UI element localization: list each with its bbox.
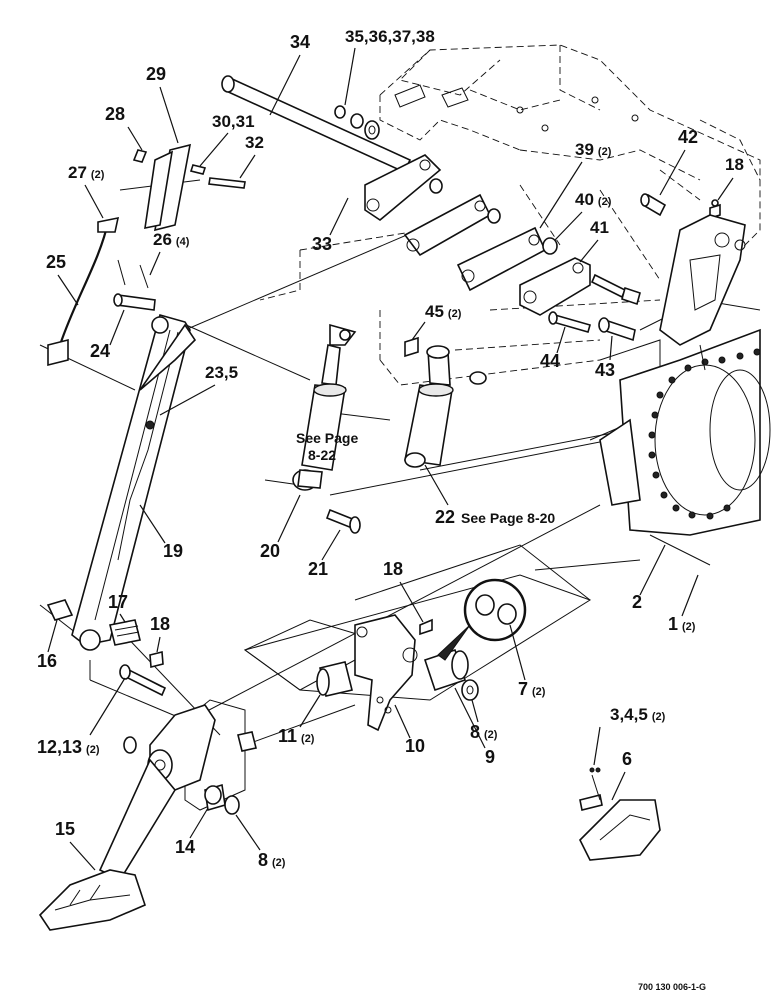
callout-2: 2 — [632, 592, 642, 612]
grease-fitting-18-upper[interactable] — [709, 199, 721, 220]
bolt-41[interactable] — [590, 273, 641, 306]
bushing-14[interactable] — [204, 783, 226, 812]
callout-44: 44 — [540, 351, 560, 371]
handle-29[interactable] — [144, 143, 192, 232]
callout-45: 45(2) — [425, 302, 462, 321]
callout-18-upper: 18 — [725, 155, 744, 174]
hub-bolt-circle — [648, 348, 761, 520]
callout-28: 28 — [105, 104, 125, 124]
callout-3-5: 3,4,5(2) — [610, 705, 666, 724]
bolt-44[interactable] — [548, 311, 591, 333]
callout-15: 15 — [55, 819, 75, 839]
pedal-15[interactable] — [38, 758, 176, 931]
inset-part-6[interactable] — [579, 767, 661, 861]
callout-43: 43 — [595, 360, 615, 380]
pin-30-31[interactable] — [189, 164, 207, 175]
washer-8-upper[interactable] — [461, 679, 479, 701]
pin-11[interactable] — [316, 661, 353, 697]
callout-7: 7(2) — [518, 679, 546, 699]
callout-39: 39(2) — [575, 140, 612, 159]
callout-23-5: 23,5 — [205, 363, 238, 382]
callout-24: 24 — [90, 341, 110, 361]
callout-32: 32 — [245, 133, 264, 152]
nut-16[interactable] — [46, 599, 74, 621]
callout-34: 34 — [290, 32, 310, 52]
nut-lower[interactable] — [237, 731, 257, 752]
link-plate-middle[interactable] — [403, 193, 501, 257]
lever-arm-19[interactable] — [71, 314, 197, 651]
link-plate-41[interactable] — [519, 257, 591, 316]
cylinder-22[interactable] — [404, 345, 454, 468]
drawing-number: 700 130 006-1-G — [638, 982, 706, 992]
fitting-17[interactable] — [109, 619, 141, 646]
shaft-34[interactable] — [221, 75, 412, 174]
callout-16: 16 — [37, 651, 57, 671]
callout-10: 10 — [405, 736, 425, 756]
callout-27: 27(2) — [68, 163, 105, 182]
washer-8-lower[interactable] — [224, 795, 240, 815]
cable-25[interactable] — [47, 216, 120, 367]
bracket-10[interactable] — [354, 614, 418, 732]
cylinder-20[interactable] — [292, 323, 357, 491]
callout-26: 26(4) — [153, 230, 190, 249]
callout-12-13: 12,13(2) — [37, 737, 100, 757]
callout-25: 25 — [46, 252, 66, 272]
callout-8-upper: 8(2) — [470, 722, 498, 742]
pin-43[interactable] — [598, 317, 636, 342]
bushing-42[interactable] — [640, 193, 667, 217]
callout-1: 1(2) — [668, 614, 696, 634]
wheel-hub[interactable] — [599, 328, 771, 536]
grease-fitting-18-left[interactable] — [149, 650, 164, 669]
callout-20: 20 — [260, 541, 280, 561]
callout-30-31: 30,31 — [212, 112, 255, 131]
see-page-label: See Page — [296, 430, 358, 446]
link-plate-upper[interactable] — [364, 154, 443, 221]
callout-42: 42 — [678, 127, 698, 147]
pivot-bracket-right[interactable] — [659, 214, 746, 346]
callout-41: 41 — [590, 218, 609, 237]
bolt-21[interactable] — [325, 508, 361, 534]
pin-32[interactable] — [208, 177, 246, 189]
callout-40: 40(2) — [575, 190, 612, 209]
callout-35-38: 35,36,37,38 — [345, 27, 435, 46]
callout-6: 6 — [622, 749, 632, 769]
callout-18-lower: 18 — [383, 559, 403, 579]
see-page-number: 8-22 — [308, 447, 336, 463]
bushing-7-detail[interactable] — [437, 578, 527, 661]
callout-17: 17 — [108, 592, 128, 612]
washers-35-38[interactable] — [334, 105, 380, 140]
callout-9: 9 — [485, 747, 495, 767]
frame-outline — [259, 44, 761, 386]
callout-11: 11(2) — [278, 726, 315, 746]
spacer-40[interactable] — [542, 237, 558, 255]
callout-19: 19 — [163, 541, 183, 561]
bolt-45[interactable] — [404, 336, 487, 385]
callout-29: 29 — [146, 64, 166, 84]
callout-8-lower: 8(2) — [258, 850, 286, 870]
bushing-9[interactable] — [423, 648, 469, 692]
rod-24[interactable] — [113, 259, 156, 311]
callouts: 34 35,36,37,38 29 28 30,31 32 27(2) 26(4… — [37, 27, 744, 871]
callout-21: 21 — [308, 559, 328, 579]
callout-33: 33 — [312, 234, 332, 254]
washer-8-left[interactable] — [123, 736, 137, 754]
callout-18-left: 18 — [150, 614, 170, 634]
callout-14: 14 — [175, 837, 195, 857]
pin-28[interactable] — [132, 149, 148, 163]
grease-fitting-18-lower[interactable] — [419, 618, 433, 636]
